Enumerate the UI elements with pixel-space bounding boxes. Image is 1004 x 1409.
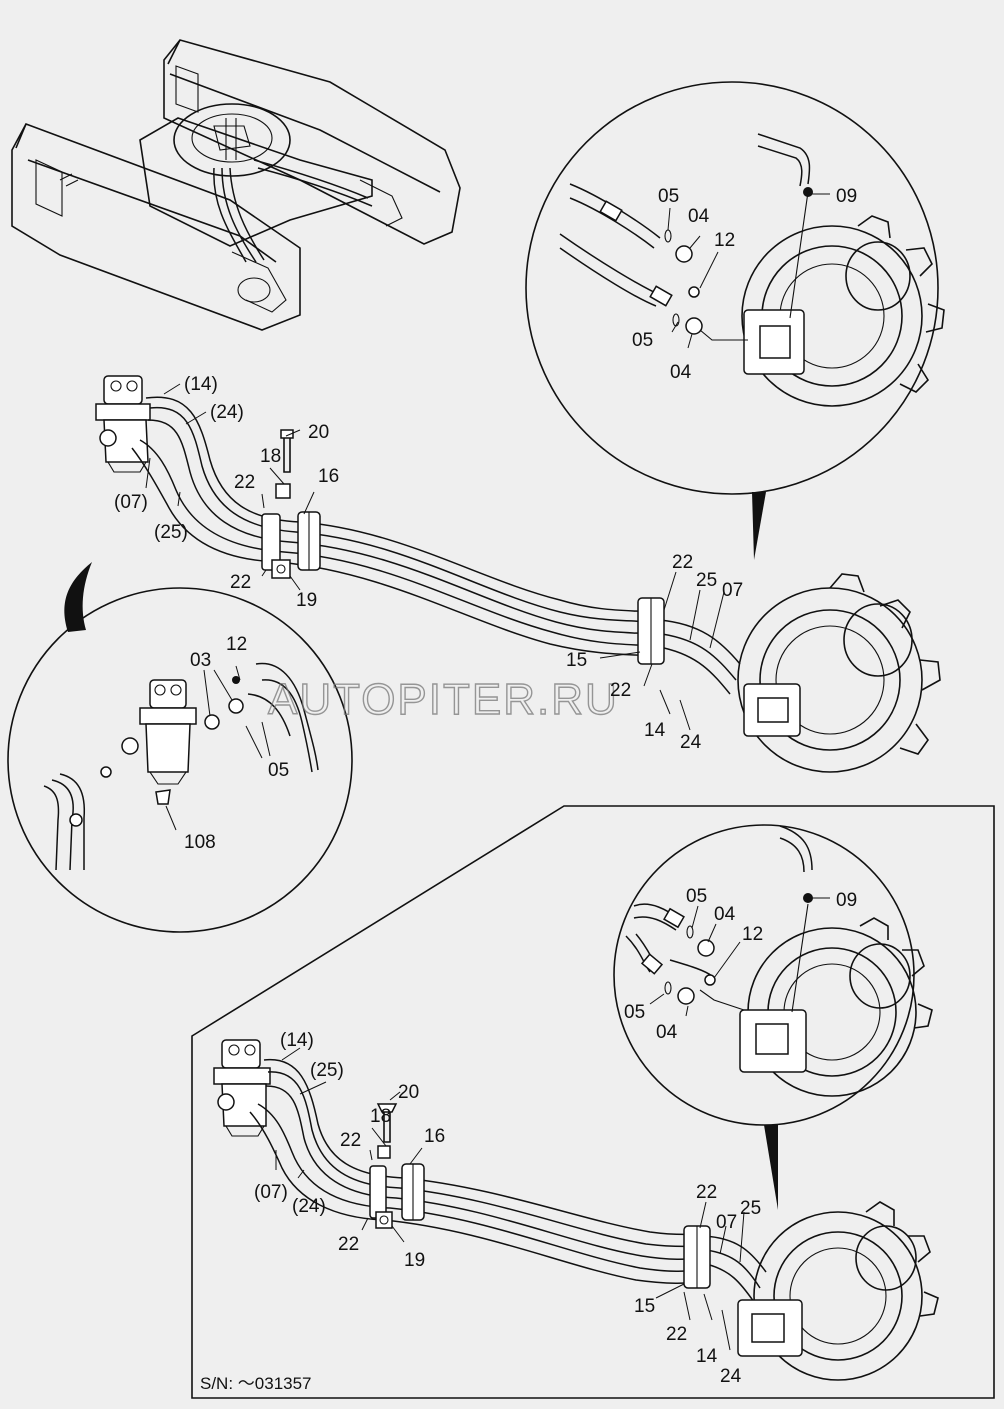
lower-callouts: (14) (25) 20 18 22 16 (07) (24) 22 19 22… — [254, 1030, 761, 1387]
callout-l14b: 14 — [696, 1346, 718, 1367]
callout-l22a: 22 — [340, 1130, 361, 1151]
callout-s05: 05 — [268, 760, 289, 781]
callout-u19: 19 — [296, 590, 317, 611]
callout-u24b: 24 — [680, 732, 702, 753]
callout-l14: (14) — [280, 1030, 314, 1051]
callout-u20: 20 — [308, 422, 329, 443]
upper-callouts: (14) (24) (07) (25) 20 18 22 16 22 19 22… — [114, 374, 743, 753]
callout-u07b: 07 — [722, 580, 743, 601]
upper-detail-callouts: 05 04 09 12 05 04 — [632, 186, 857, 383]
callout-l24: (24) — [292, 1196, 326, 1217]
callout-d04a: 04 — [688, 206, 710, 227]
callout-u22c: 22 — [672, 552, 693, 573]
upper-swivel-joint — [95, 375, 151, 473]
swivel-detail-callouts: 03 12 05 108 — [184, 634, 289, 853]
callout-l07: (07) — [254, 1182, 288, 1203]
callout-l20: 20 — [398, 1082, 419, 1103]
callout-l22d: 22 — [666, 1324, 687, 1345]
callout-d05b: 05 — [632, 330, 653, 351]
callout-e04b: 04 — [656, 1022, 678, 1043]
callout-d05a: 05 — [658, 186, 679, 207]
lower-detail-callouts: 05 04 09 12 05 04 — [624, 886, 857, 1043]
callout-e12: 12 — [742, 924, 763, 945]
callout-u22d: 22 — [610, 680, 631, 701]
callout-d12: 12 — [714, 230, 735, 251]
callout-u18: 18 — [260, 446, 281, 467]
callout-d09: 09 — [836, 186, 857, 207]
callout-e09: 09 — [836, 890, 857, 911]
callout-s12: 12 — [226, 634, 247, 655]
lower-swivel-joint — [213, 1039, 271, 1137]
callout-l15: 15 — [634, 1296, 655, 1317]
watermark-text: AUTOPITER.RU — [268, 675, 619, 724]
swivel-detail-circle — [7, 562, 353, 933]
callout-u22b: 22 — [230, 572, 251, 593]
callout-u25: (25) — [154, 522, 188, 543]
callout-l25: (25) — [310, 1060, 344, 1081]
callout-s03: 03 — [190, 650, 211, 671]
lower-variant-frame — [191, 805, 995, 1399]
callout-l16: 16 — [424, 1126, 445, 1147]
callout-l19: 19 — [404, 1250, 425, 1271]
callout-u14b: 14 — [644, 720, 666, 741]
callout-l25b: 25 — [740, 1198, 761, 1219]
callout-d04b: 04 — [670, 362, 692, 383]
callout-u16: 16 — [318, 466, 339, 487]
serial-number-note: S/N: ～031357 — [200, 1374, 312, 1393]
callout-l22b: 22 — [338, 1234, 359, 1255]
lower-hose-assembly — [213, 1039, 939, 1381]
callout-u15: 15 — [566, 650, 587, 671]
callout-l24b: 24 — [720, 1366, 742, 1387]
callout-u25b: 25 — [696, 570, 717, 591]
upper-detail-circle — [525, 81, 945, 560]
callout-s108: 108 — [184, 832, 216, 853]
callout-l18: 18 — [370, 1106, 391, 1127]
callout-u24: (24) — [210, 402, 244, 423]
lower-detail-circle — [613, 824, 933, 1210]
callout-u14: (14) — [184, 374, 218, 395]
callout-u22a: 22 — [234, 472, 255, 493]
callout-u07: (07) — [114, 492, 148, 513]
upper-sprocket — [737, 573, 941, 773]
callout-e05b: 05 — [624, 1002, 645, 1023]
undercarriage-overview — [11, 39, 461, 331]
lower-sprocket — [737, 1201, 939, 1381]
upper-hose-assembly — [95, 375, 941, 773]
callout-e05a: 05 — [686, 886, 707, 907]
callout-e04a: 04 — [714, 904, 736, 925]
callout-l22c: 22 — [696, 1182, 717, 1203]
callout-l07b: 07 — [716, 1212, 737, 1233]
